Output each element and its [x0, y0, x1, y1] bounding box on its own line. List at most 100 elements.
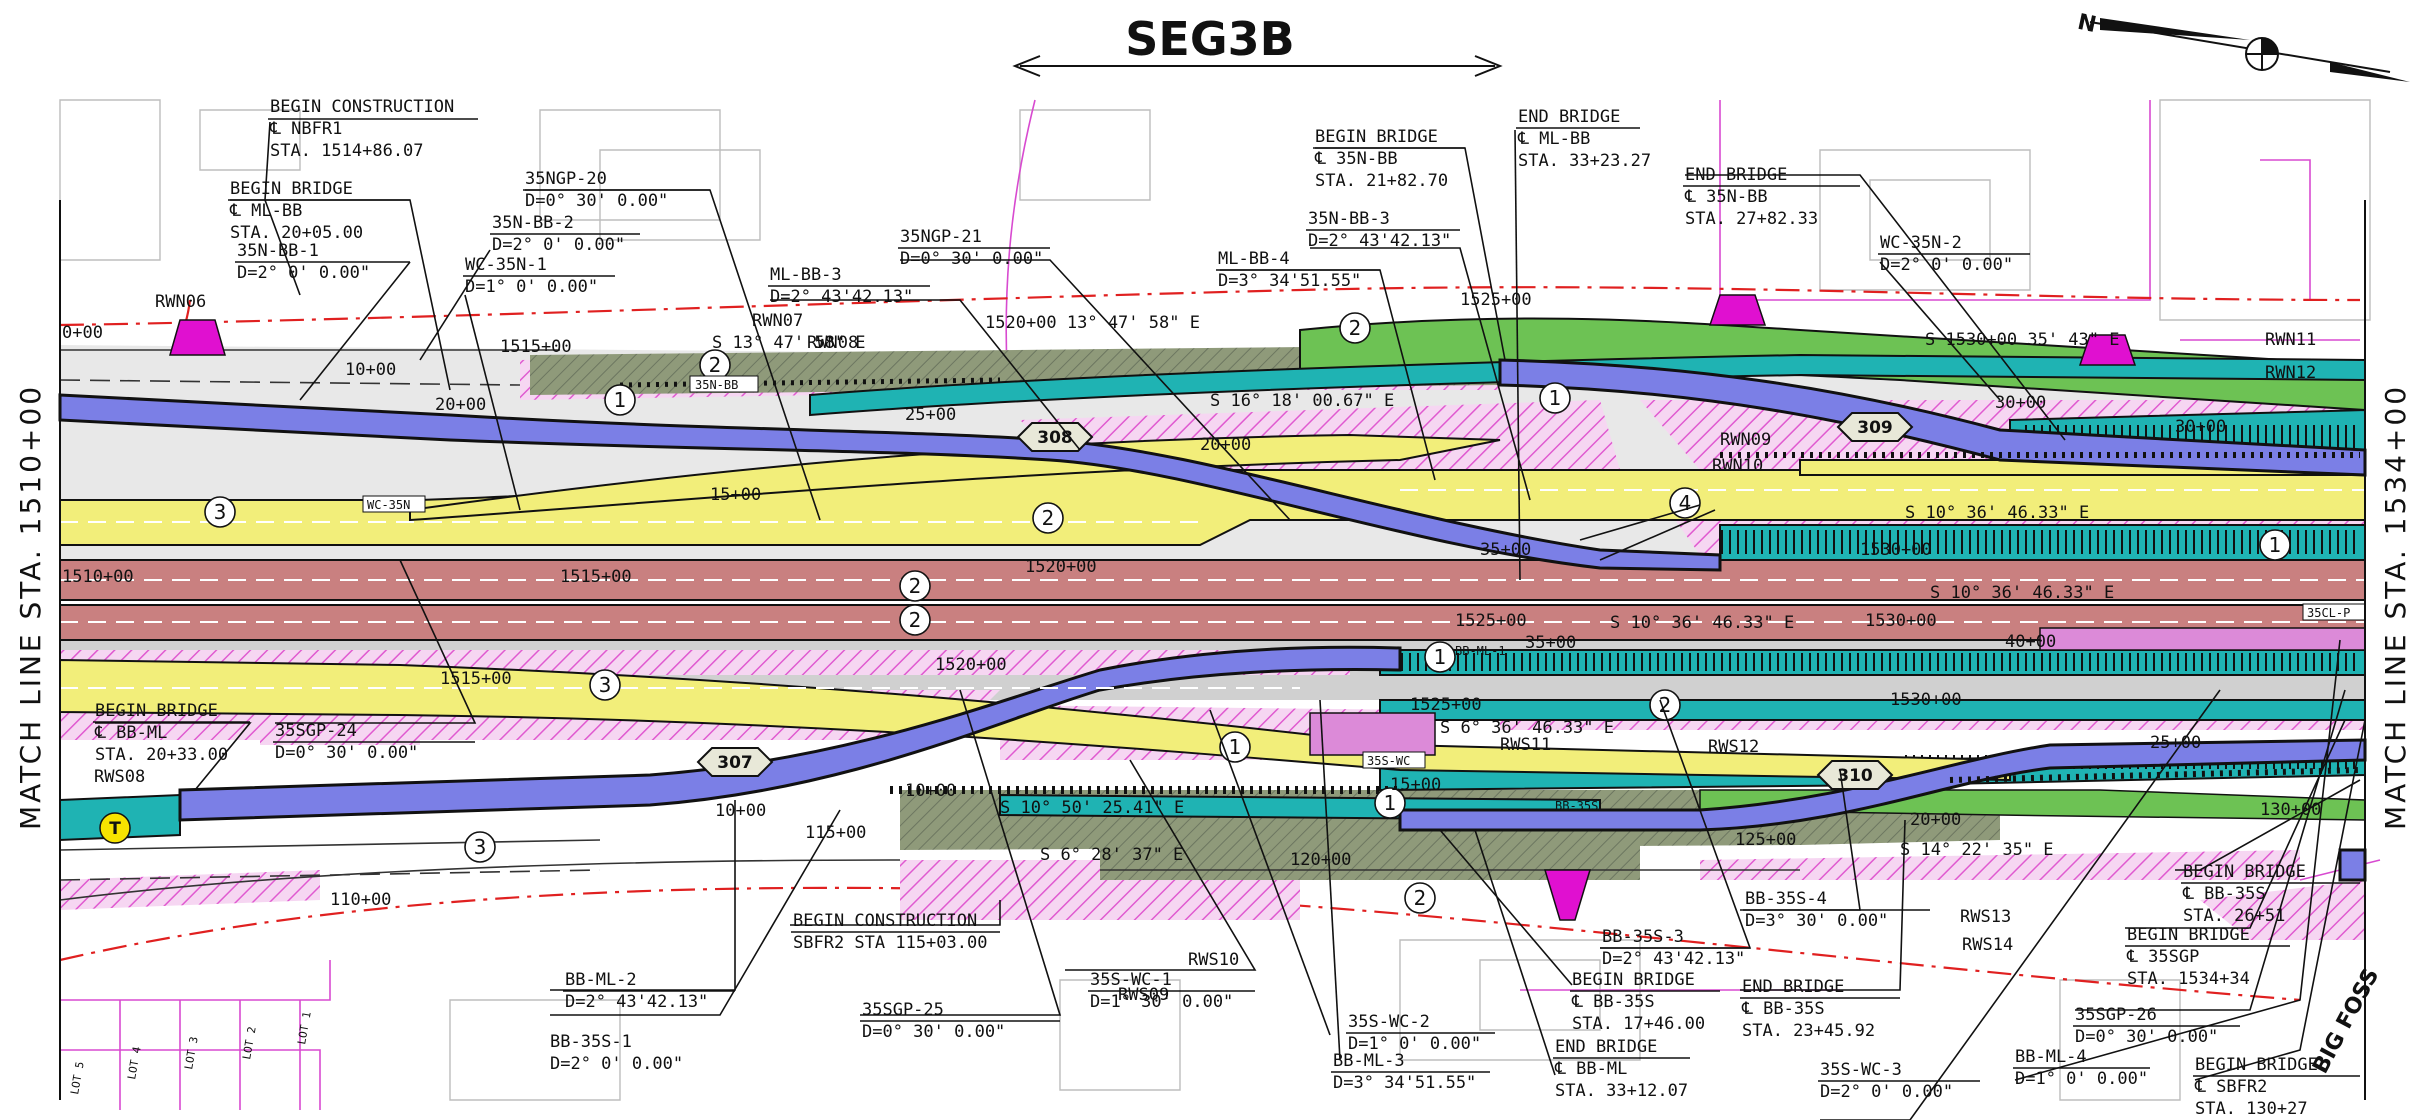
bearing-labels: S 13° 47' 58" E 1520+00 13° 47' 58" E S …	[712, 313, 2119, 865]
wall-label: RWS12	[1708, 737, 1759, 757]
bridge-number: 310	[1837, 766, 1873, 786]
svg-text:STA. 26+51: STA. 26+51	[2183, 906, 2285, 926]
svg-text:3: 3	[214, 500, 227, 524]
svg-text:2: 2	[1659, 693, 1672, 717]
svg-text:℄ 35N-BB: ℄ 35N-BB	[1314, 149, 1398, 169]
match-lines: MATCH LINE STA. 1510+00 MATCH LINE STA. …	[14, 200, 2412, 1100]
svg-text:STA. 130+27: STA. 130+27	[2195, 1099, 2308, 1119]
svg-text:20+00: 20+00	[1200, 435, 1251, 455]
svg-text:2: 2	[709, 353, 722, 377]
svg-text:20+00: 20+00	[435, 395, 486, 415]
callout-bb-ml-4: BB-ML-4D=1° 0' 0.00"	[2013, 1047, 2150, 1089]
north-label: N	[2075, 10, 2098, 38]
svg-text:1: 1	[1229, 735, 1242, 759]
svg-text:35N-BB: 35N-BB	[695, 378, 738, 392]
svg-text:15+00: 15+00	[710, 485, 761, 505]
svg-text:D=2° 43'42.13": D=2° 43'42.13"	[770, 287, 913, 307]
svg-text:S 6° 36' 46.33" E: S 6° 36' 46.33" E	[1440, 718, 1614, 738]
svg-text:ML-BB-3: ML-BB-3	[770, 265, 842, 285]
svg-text:BEGIN BRIDGE: BEGIN BRIDGE	[2127, 925, 2250, 945]
callout-bb-ml-2: BB-ML-2D=2° 43'42.13"	[563, 970, 735, 1012]
lane-stripes	[60, 489, 2365, 689]
lot-label: LOT 4	[125, 1045, 144, 1080]
svg-text:2: 2	[1349, 316, 1362, 340]
svg-text:15+00: 15+00	[1390, 775, 1441, 795]
lot-labels: LOT 5 LOT 4 LOT 3 LOT 2 LOT 1	[68, 1011, 314, 1096]
svg-text:D=2° 43'42.13": D=2° 43'42.13"	[565, 992, 708, 1012]
svg-text:BB-ML-1: BB-ML-1	[1455, 644, 1506, 658]
svg-text:1520+00: 1520+00	[1025, 557, 1097, 577]
svg-text:BB-35S-3: BB-35S-3	[1602, 927, 1684, 947]
svg-text:1: 1	[1384, 791, 1397, 815]
callout-bb-35s-1: BB-35S-1D=2° 0' 0.00"	[550, 1032, 683, 1074]
svg-text:35NGP-20: 35NGP-20	[525, 169, 607, 189]
svg-text:BEGIN CONSTRUCTION: BEGIN CONSTRUCTION	[270, 97, 454, 117]
svg-text:10+00: 10+00	[905, 781, 956, 801]
wall-label: RWS14	[1962, 935, 2013, 955]
svg-text:D=0° 30' 0.00": D=0° 30' 0.00"	[862, 1022, 1005, 1042]
svg-text:STA. 33+23.27: STA. 33+23.27	[1518, 151, 1651, 171]
svg-text:D=3° 34'51.55": D=3° 34'51.55"	[1333, 1073, 1476, 1093]
callout-wc-35n-2: WC-35N-2D=2° 0' 0.00"	[1878, 233, 2030, 275]
svg-text:D=2° 0' 0.00": D=2° 0' 0.00"	[237, 263, 370, 283]
road-name: BIG FOSS	[2308, 964, 2384, 1077]
callout-bb-35s-4: BB-35S-4D=3° 30' 0.00"	[1743, 889, 1930, 931]
svg-text:2: 2	[1042, 506, 1055, 530]
lot-label: LOT 2	[240, 1026, 259, 1061]
svg-text:℄ BB-ML: ℄ BB-ML	[1554, 1059, 1627, 1079]
svg-text:BB-35S: BB-35S	[1555, 799, 1598, 813]
callout-35s-wc-1: 35S-WC-1D=1° 30' 0.00"	[1088, 970, 1255, 1012]
svg-text:20+00: 20+00	[1910, 810, 1961, 830]
callout-bb-ml-3: BB-ML-3D=3° 34'51.55"	[1331, 1051, 1490, 1093]
svg-text:STA. 17+46.00: STA. 17+46.00	[1572, 1014, 1705, 1034]
svg-text:STA. 33+12.07: STA. 33+12.07	[1555, 1081, 1688, 1101]
wall-label: RWS13	[1960, 907, 2011, 927]
circled-numbers	[204, 312, 2291, 914]
callout-35n-bb-2: 35N-BB-2D=2° 0' 0.00"	[490, 213, 640, 255]
svg-text:D=0° 30' 0.00": D=0° 30' 0.00"	[2075, 1027, 2218, 1047]
svg-text:35SGP-24: 35SGP-24	[275, 721, 357, 741]
svg-text:35N-BB-1: 35N-BB-1	[237, 241, 319, 261]
callout-35s-wc-2: 35S-WC-2D=1° 0' 0.00"	[1346, 1012, 1495, 1054]
svg-text:END BRIDGE: END BRIDGE	[1685, 165, 1787, 185]
svg-text:35S-WC-1: 35S-WC-1	[1090, 970, 1172, 990]
svg-text:D=1° 0' 0.00": D=1° 0' 0.00"	[465, 277, 598, 297]
wall-label: RWS09	[1118, 985, 1169, 1005]
svg-text:℄ 35SGP: ℄ 35SGP	[2126, 947, 2199, 967]
wall-label: RWS10	[1188, 950, 1239, 970]
svg-text:℄ NBFR1: ℄ NBFR1	[269, 119, 342, 139]
svg-text:D=1° 0' 0.00": D=1° 0' 0.00"	[1348, 1034, 1481, 1054]
svg-text:END BRIDGE: END BRIDGE	[1742, 977, 1844, 997]
svg-text:WC-35N-1: WC-35N-1	[465, 255, 547, 275]
svg-text:END BRIDGE: END BRIDGE	[1518, 107, 1620, 127]
svg-text:1525+00: 1525+00	[1460, 290, 1532, 310]
callout-35sgp-26: 35SGP-26D=0° 30' 0.00"	[2073, 1005, 2240, 1047]
svg-text:℄ SBFR2: ℄ SBFR2	[2194, 1077, 2267, 1097]
svg-text:1515+00: 1515+00	[560, 567, 632, 587]
svg-text:℄ BB-35S: ℄ BB-35S	[1571, 992, 1655, 1012]
svg-text:℄ 35N-BB: ℄ 35N-BB	[1684, 187, 1768, 207]
callout-bb-35s-3: BB-35S-3D=2° 43'42.13"	[1600, 927, 1750, 969]
svg-text:35CL-P: 35CL-P	[2307, 606, 2350, 620]
wall-label: RWN10	[1712, 456, 1763, 476]
bridge-number: 309	[1857, 418, 1893, 438]
wall-bumps	[169, 294, 2137, 921]
background-parcels	[59, 99, 2371, 1101]
callout-35n-bb-1: 35N-BB-1D=2° 0' 0.00"	[235, 241, 410, 283]
svg-text:STA. 21+82.70: STA. 21+82.70	[1315, 171, 1448, 191]
svg-text:1525+00: 1525+00	[1455, 611, 1527, 631]
svg-text:WC-35N: WC-35N	[367, 498, 410, 512]
bridge-number: 308	[1037, 428, 1073, 448]
svg-text:2: 2	[909, 574, 922, 598]
svg-text:END BRIDGE: END BRIDGE	[1555, 1037, 1657, 1057]
wall-label: RWN11	[2265, 330, 2316, 350]
svg-text:1520+00: 1520+00	[935, 655, 1007, 675]
svg-text:D=3° 34'51.55": D=3° 34'51.55"	[1218, 271, 1361, 291]
svg-text:10+00: 10+00	[715, 801, 766, 821]
